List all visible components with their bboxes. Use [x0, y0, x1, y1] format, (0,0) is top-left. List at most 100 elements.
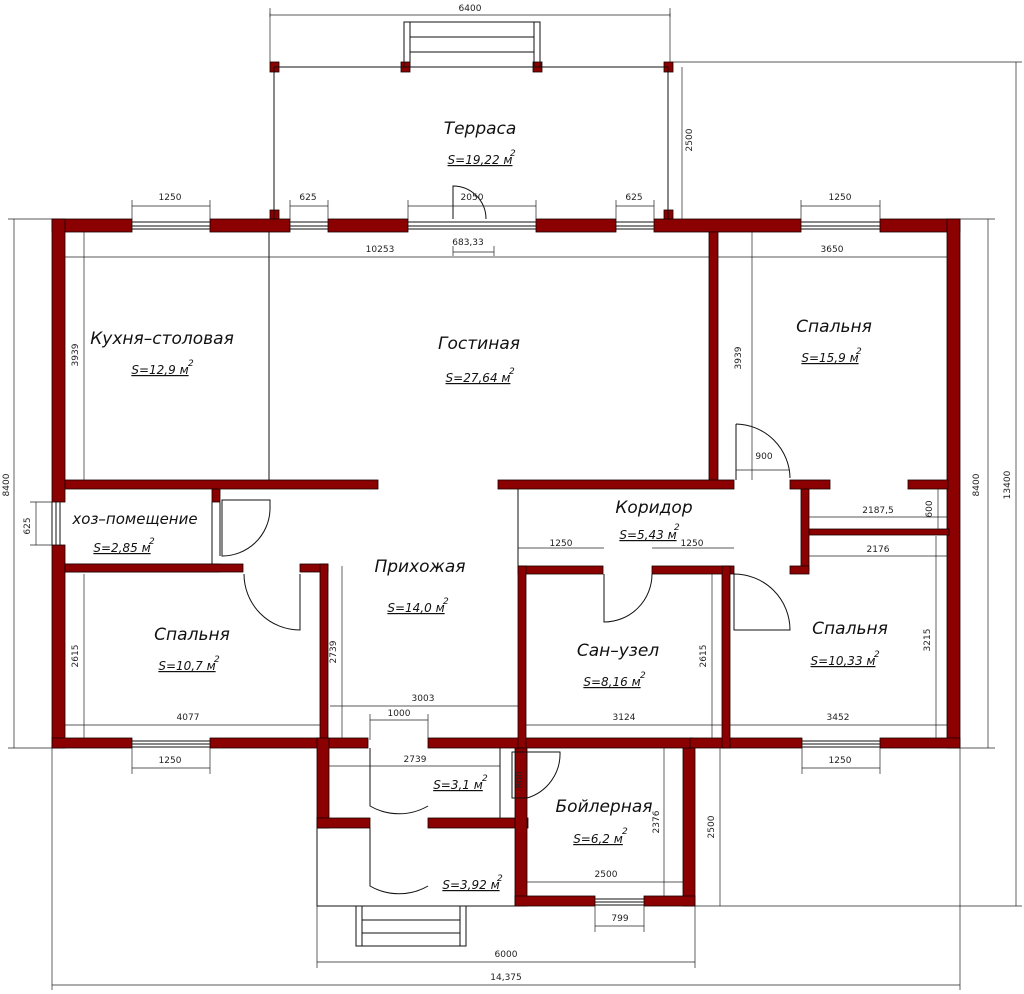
wall-vest1-bottom [316, 817, 371, 829]
wall-bathroom-left [517, 565, 527, 749]
room-bedroom2-area: S=10,7 м [158, 659, 215, 673]
room-labels: Терраса S=19,22 м 2 Кухня–столовая S=12,… [71, 119, 887, 892]
wall-bottom-5 [879, 737, 961, 749]
dim-corridor-win2: 1250 [681, 539, 704, 549]
dim-win-terrace-right: 625 [625, 193, 642, 203]
room-boiler-area: S=6,2 м [573, 832, 623, 846]
dim-total-height-left: 8400 [2, 473, 12, 496]
dim-win-top-left: 1250 [159, 193, 182, 203]
wall-boiler-right [682, 747, 696, 907]
wall-bedroom1-left [708, 231, 719, 481]
wall-bathroom-top-1 [517, 565, 604, 575]
wall-bottom-4 [689, 737, 803, 749]
room-vestibule1-sup: 2 [482, 774, 488, 784]
door-bathroom [603, 573, 653, 623]
wall-boiler-bottom-1 [514, 895, 596, 907]
room-terrace-sup: 2 [510, 149, 516, 159]
wall-top-2 [209, 218, 291, 233]
room-boiler-sup: 2 [622, 827, 628, 837]
wall-mid-4 [907, 479, 949, 490]
dim-hall-width: 3003 [412, 694, 435, 704]
room-living-name: Гостиная [438, 334, 520, 354]
dim-bedroom3-width: 2176 [867, 545, 890, 555]
room-hall-name: Прихожая [374, 557, 465, 577]
door-terrace [452, 185, 487, 220]
wall-mid-1 [64, 479, 379, 490]
dim-win-bottom-left: 1250 [159, 756, 182, 766]
dim-door-bedroom1: 900 [755, 452, 772, 462]
room-bedroom2-name: Спальня [154, 625, 230, 645]
dim-corridor-right: 2187,5 [862, 506, 894, 516]
wall-ext-left [316, 737, 330, 819]
room-bedroom2-sup: 2 [214, 655, 220, 665]
wall-bedroom2-top [64, 563, 244, 573]
door-bedroom2 [243, 573, 301, 631]
room-utility-name: хоз–помещение [71, 510, 197, 528]
dim-living-width: 10253 [366, 245, 395, 255]
wall-bedroom2-right [319, 563, 329, 749]
room-kitchen-name: Кухня–столовая [90, 329, 234, 349]
door-front [369, 748, 429, 815]
wall-boiler-bottom-2 [643, 895, 696, 907]
dim-boiler-width: 2500 [595, 870, 618, 880]
wall-bottom-2 [209, 737, 369, 749]
room-kitchen-sup: 2 [188, 359, 194, 369]
wall-right [946, 218, 961, 749]
room-bedroom3-name: Спальня [812, 619, 888, 639]
wall-mid-2 [497, 479, 735, 490]
wall-mid-3 [789, 479, 831, 490]
room-bedroom1-sup: 2 [856, 347, 862, 357]
dim-door-terrace: 2050 [461, 193, 484, 203]
room-hall-sup: 2 [443, 597, 449, 607]
dimension-labels: 6400 2500 1250 625 2050 625 1250 683,33 … [2, 4, 1013, 983]
dim-boiler-door: 800 [515, 771, 525, 788]
wall-bottom-3 [427, 737, 694, 749]
dim-win-bottom-right: 1250 [829, 756, 852, 766]
dim-vestibule-width: 2739 [404, 755, 427, 765]
wall-top-4 [535, 218, 617, 233]
room-hall-area: S=14,0 м [387, 601, 444, 615]
doors [221, 185, 791, 895]
room-corridor-sup: 2 [674, 523, 680, 533]
door-bedroom3 [733, 573, 791, 631]
room-vestibule1-area: S=3,1 м [433, 778, 483, 792]
dim-bathroom-width: 3124 [613, 713, 636, 723]
walls [51, 61, 961, 907]
wall-top-5 [653, 218, 802, 233]
wall-bathroom-right [721, 565, 731, 749]
wall-bathroom-top-2 [651, 565, 735, 575]
dim-bedroom1-height: 3939 [734, 346, 744, 369]
dim-bedroom3-bottom: 3452 [827, 713, 850, 723]
door-front-2 [369, 828, 429, 895]
dim-terrace-width: 6400 [459, 4, 482, 14]
dim-hall-height: 2739 [329, 640, 339, 663]
room-bedroom3-sup: 2 [874, 650, 880, 660]
wall-vest1-bottom-2 [427, 817, 529, 829]
dim-bedroom3-height: 3215 [923, 629, 933, 652]
room-bedroom3-area: S=10,33 м [811, 654, 876, 668]
dim-overall-height: 13400 [1003, 470, 1013, 499]
wall-bottom-1 [51, 737, 133, 749]
dim-porch-depth: 2500 [707, 815, 717, 838]
room-corridor-area: S=5,43 м [619, 528, 676, 542]
room-boiler-name: Бойлерная [556, 797, 653, 817]
room-bathroom-sup: 2 [640, 671, 646, 681]
dim-corridor-win1: 1250 [550, 539, 573, 549]
room-bedroom1-name: Спальня [796, 317, 872, 337]
room-bathroom-area: S=8,16 м [583, 675, 640, 689]
wall-left-1 [51, 218, 66, 503]
room-bedroom1-area: S=15,9 м [801, 351, 858, 365]
dim-win-terrace-left: 625 [299, 193, 316, 203]
dim-utility-window: 625 [23, 517, 33, 534]
dim-bedroom2-width: 4077 [177, 713, 200, 723]
outlines [51, 21, 880, 947]
room-bathroom-name: Сан–узел [577, 641, 659, 661]
room-utility-area: S=2,85 м [93, 541, 150, 555]
dim-porch-width: 6000 [495, 950, 518, 960]
wall-bedroom3-top [789, 565, 810, 575]
dim-corridor-small: 600 [925, 500, 935, 517]
room-terrace-name: Терраса [444, 119, 517, 139]
room-corridor-name: Коридор [615, 498, 692, 518]
room-living-sup: 2 [509, 367, 515, 377]
